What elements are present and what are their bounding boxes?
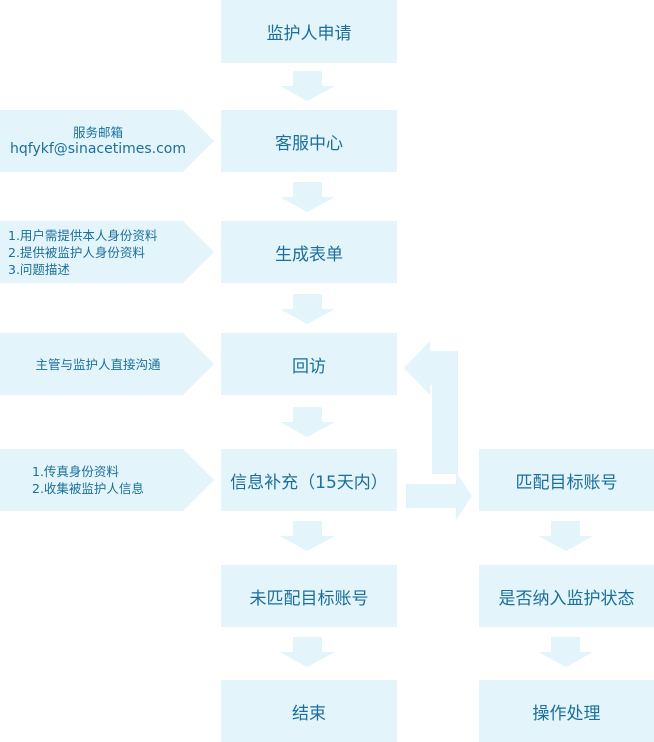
step-match-account-label: 匹配目标账号 (515, 472, 618, 493)
callback-note-shape (0, 333, 214, 395)
branch-down-arrow-2 (538, 637, 593, 667)
step-no-match-label: 未匹配目标账号 (249, 588, 369, 609)
step-process: 操作处理 (479, 680, 654, 742)
step-guardianship-status: 是否纳入监护状态 (479, 565, 654, 627)
supplement-note-line-2: 2.收集被监护人信息 (32, 481, 144, 496)
step-info-supplement: 信息补充（15天内） (221, 449, 397, 511)
step-info-supplement-label: 信息补充（15天内） (230, 472, 388, 493)
form-note-line-2: 2.提供被监护人身份资料 (8, 244, 145, 260)
callback-note-text: 主管与监护人直接沟通 (35, 356, 161, 372)
supplement-note: 1.传真身份资料 2.收集被监护人信息 (24, 449, 194, 511)
supplement-note-line-1: 1.传真身份资料 (32, 464, 119, 479)
step-end: 结束 (221, 680, 397, 742)
branch-down-arrow-1 (538, 521, 593, 551)
step-customer-service: 客服中心 (221, 110, 397, 172)
loop-back-arrow (404, 341, 458, 474)
down-arrow-5 (280, 521, 335, 551)
step-generate-form: 生成表单 (221, 221, 397, 283)
step-process-label: 操作处理 (532, 703, 601, 724)
down-arrow-4 (280, 407, 335, 437)
right-arrow-to-match (406, 472, 472, 520)
form-note-shape (0, 221, 214, 283)
step-guardian-apply-label: 监护人申请 (266, 24, 352, 44)
step-generate-form-label: 生成表单 (275, 244, 343, 265)
form-note-line-3: 3.问题描述 (8, 261, 70, 277)
step-customer-service-label: 客服中心 (275, 133, 343, 154)
step-end-label: 结束 (292, 703, 326, 724)
down-arrow-6 (280, 637, 335, 667)
step-guardian-apply: 监护人申请 (221, 0, 397, 63)
form-note-line-1: 1.用户需提供本人身份资料 (8, 227, 158, 243)
form-requirements-note: 1.用户需提供本人身份资料 2.提供被监护人身份资料 3.问题描述 (0, 221, 200, 283)
step-callback: 回访 (221, 333, 397, 395)
callback-note: 主管与监护人直接沟通 (0, 333, 196, 395)
step-guardianship-status-label: 是否纳入监护状态 (498, 588, 635, 609)
down-arrow-2 (280, 182, 335, 212)
email-note: 服务邮箱 hqfykf@sinacetimes.com (0, 110, 196, 172)
email-note-address[interactable]: hqfykf@sinacetimes.com (10, 141, 186, 157)
step-callback-label: 回访 (292, 356, 326, 377)
email-note-label: 服务邮箱 (72, 125, 123, 140)
email-note-shape (0, 110, 214, 172)
step-match-account: 匹配目标账号 (479, 449, 654, 511)
down-arrow-1 (280, 71, 335, 101)
step-no-match: 未匹配目标账号 (221, 565, 397, 627)
down-arrow-3 (280, 294, 335, 324)
supplement-note-shape (0, 449, 214, 511)
